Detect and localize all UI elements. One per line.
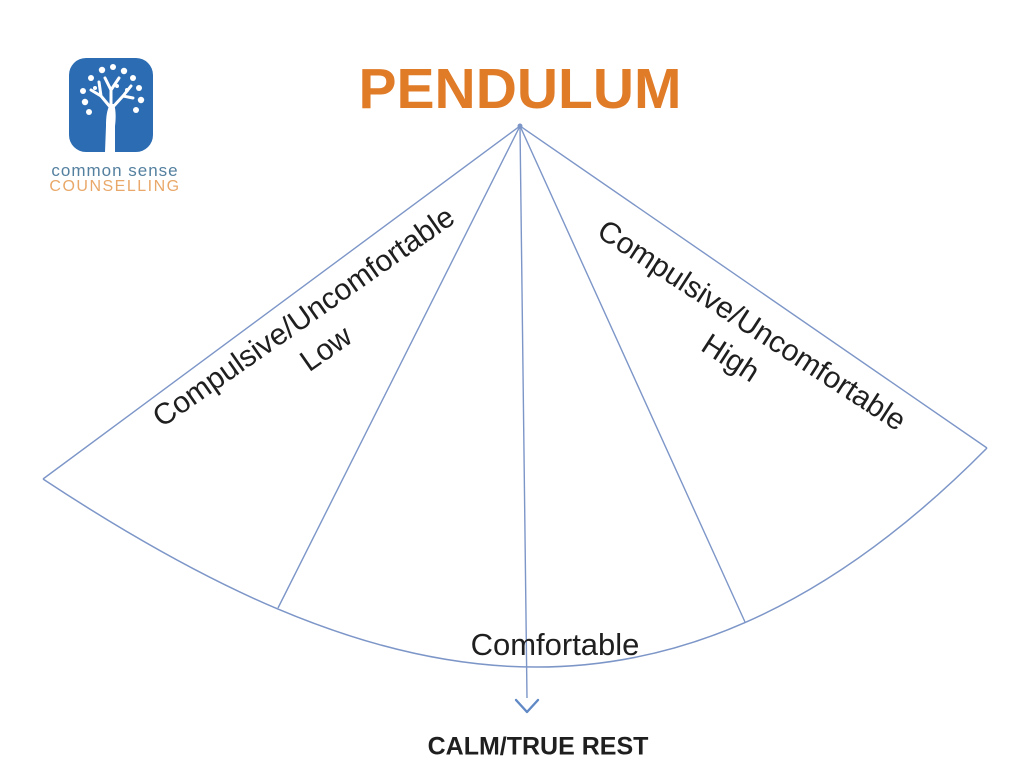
brand-subtitle: COUNSELLING: [49, 178, 181, 195]
tree-branches: [89, 76, 135, 110]
pivot-point: [517, 123, 523, 129]
label-comfortable: Comfortable: [470, 627, 640, 662]
fan-line-mid-left: [277, 125, 521, 609]
label-calm-true-rest: CALM/TRUE REST: [427, 732, 649, 761]
fan-arc: [42, 447, 988, 668]
down-arrow-icon: [514, 698, 540, 714]
tree-leaves: [80, 64, 145, 115]
fan-line-far-left: [42, 125, 521, 480]
tree-trunk: [105, 104, 116, 152]
page-title: PENDULUM: [358, 57, 682, 121]
fan-line-center-arrow-stem: [519, 125, 528, 699]
fan-line-far-right: [519, 125, 988, 449]
brand-name: common sense: [51, 161, 179, 180]
logo: [69, 58, 153, 152]
fan-line-mid-right: [519, 125, 746, 623]
tree-of-hands-icon: [80, 64, 145, 152]
